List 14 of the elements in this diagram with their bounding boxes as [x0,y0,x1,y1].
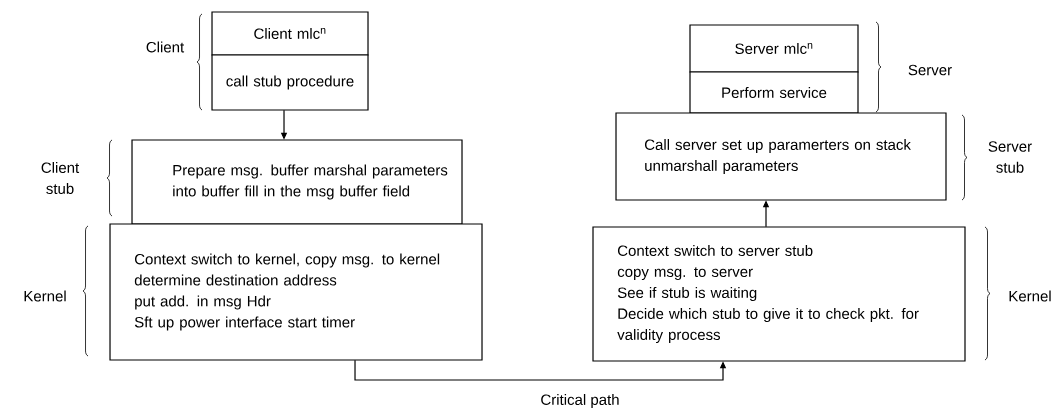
group-label: Server [908,64,952,76]
edge-label: Critical path [539,393,621,409]
process-box: Perform service [689,71,859,114]
process-box: Server mlc$^{n}$ [689,24,859,73]
process-box: call stub procedure [211,54,369,111]
process-box: Context switch to kernel, copy msg. to kernel determine destination address put add. in msg Hdr Sft up power interface start timer [109,223,483,361]
process-box: Prepare msg. buffer marshal parameters into buffer fill in the msg buffer field [131,139,463,225]
group-label: Server stub [988,141,1032,173]
group-label: Client [146,41,185,53]
process-box: Context switch to server stub copy msg. to server See if stub is waiting Decide which stub to give it to check pkt. for validity process [592,226,966,362]
group-label: Kernel [1009,290,1051,302]
group-label: Client stub [41,162,80,194]
group-label: Kernel [24,290,66,302]
process-box: Client mlc$^{n}$ [211,11,369,56]
